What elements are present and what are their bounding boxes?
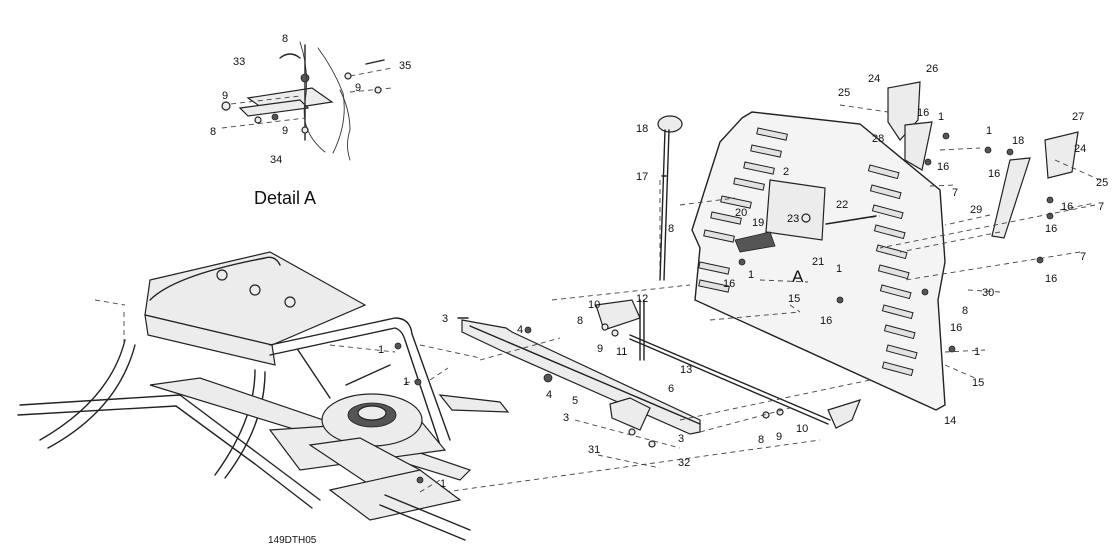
callout-4: 4 (517, 324, 523, 336)
callout-7: 7 (952, 187, 958, 199)
callout-34: 34 (270, 154, 282, 166)
callout-3: 3 (678, 433, 684, 445)
callout-27: 27 (1072, 111, 1084, 123)
callout-16: 16 (988, 168, 1000, 180)
callout-25: 25 (1096, 177, 1108, 189)
callout-7: 7 (1080, 251, 1086, 263)
callout-1: 1 (748, 269, 754, 281)
callout-14: 14 (944, 415, 956, 427)
callout-32: 32 (678, 457, 690, 469)
callout-17: 17 (636, 171, 648, 183)
callout-1: 1 (986, 125, 992, 137)
callout-4: 4 (546, 389, 552, 401)
callout-9: 9 (597, 343, 603, 355)
callout-labels: 8 33 35 9 9 8 9 34 24 26 25 16 1 27 1 18… (210, 33, 1108, 490)
callout-9: 9 (282, 125, 288, 137)
callout-3: 3 (563, 412, 569, 424)
callout-5: 5 (572, 395, 578, 407)
callout-7: 7 (1098, 201, 1104, 213)
lift-rod-knob (657, 115, 683, 281)
callout-8: 8 (668, 223, 674, 235)
callout-16: 16 (937, 161, 949, 173)
callout-16: 16 (723, 278, 735, 290)
callout-21: 21 (812, 256, 824, 268)
callout-10: 10 (588, 299, 600, 311)
callout-16: 16 (917, 107, 929, 119)
callout-29: 29 (970, 204, 982, 216)
callout-24: 24 (868, 73, 880, 85)
callout-9: 9 (222, 90, 228, 102)
callout-11: 11 (616, 346, 627, 358)
callout-16: 16 (950, 322, 962, 334)
callout-30: 30 (982, 287, 994, 299)
callout-13: 13 (680, 364, 692, 376)
callout-15: 15 (788, 293, 800, 305)
callout-1: 1 (836, 263, 842, 275)
callout-3: 3 (442, 313, 448, 325)
callout-1: 1 (403, 376, 409, 388)
callout-9: 9 (355, 82, 361, 94)
drawing-code: 149DTH05 (268, 535, 317, 546)
chassis-drawing (17, 251, 510, 541)
callout-8: 8 (210, 126, 216, 138)
callout-18: 18 (636, 123, 648, 135)
callout-26: 26 (926, 63, 938, 75)
callout-8: 8 (577, 315, 583, 327)
callout-22: 22 (836, 199, 848, 211)
callout-16: 16 (820, 315, 832, 327)
callout-1: 1 (974, 346, 980, 358)
panel-slots-right (867, 164, 918, 377)
callout-1: 1 (378, 344, 384, 356)
callout-18: 18 (1012, 135, 1024, 147)
callout-25: 25 (838, 87, 850, 99)
callout-1: 1 (938, 111, 944, 123)
callout-24: 24 (1074, 143, 1086, 155)
callout-6: 6 (668, 383, 674, 395)
view-marker-a: A (792, 267, 804, 286)
callout-9: 9 (776, 431, 782, 443)
callout-12: 12 (636, 293, 648, 305)
callout-2: 2 (783, 166, 789, 178)
callout-16: 16 (1061, 201, 1073, 213)
rear-panel-drawing (659, 81, 1101, 411)
callout-15: 15 (972, 377, 984, 389)
callout-33: 33 (233, 56, 245, 68)
callout-28: 28 (872, 133, 884, 145)
detail-a-title: Detail A (254, 188, 316, 208)
rail-assembly-drawing (419, 284, 871, 493)
callout-1: 1 (440, 478, 446, 490)
callout-16: 16 (1045, 273, 1057, 285)
callout-16: 16 (1045, 223, 1057, 235)
callout-8: 8 (282, 33, 288, 45)
callout-19: 19 (752, 217, 764, 229)
callout-20: 20 (735, 207, 747, 219)
callout-8: 8 (758, 434, 764, 446)
detail-a-drawing (221, 41, 393, 161)
callout-31: 31 (588, 444, 600, 456)
callout-35: 35 (399, 60, 411, 72)
callout-10: 10 (796, 423, 808, 435)
callout-23: 23 (787, 213, 799, 225)
callout-8: 8 (962, 305, 968, 317)
